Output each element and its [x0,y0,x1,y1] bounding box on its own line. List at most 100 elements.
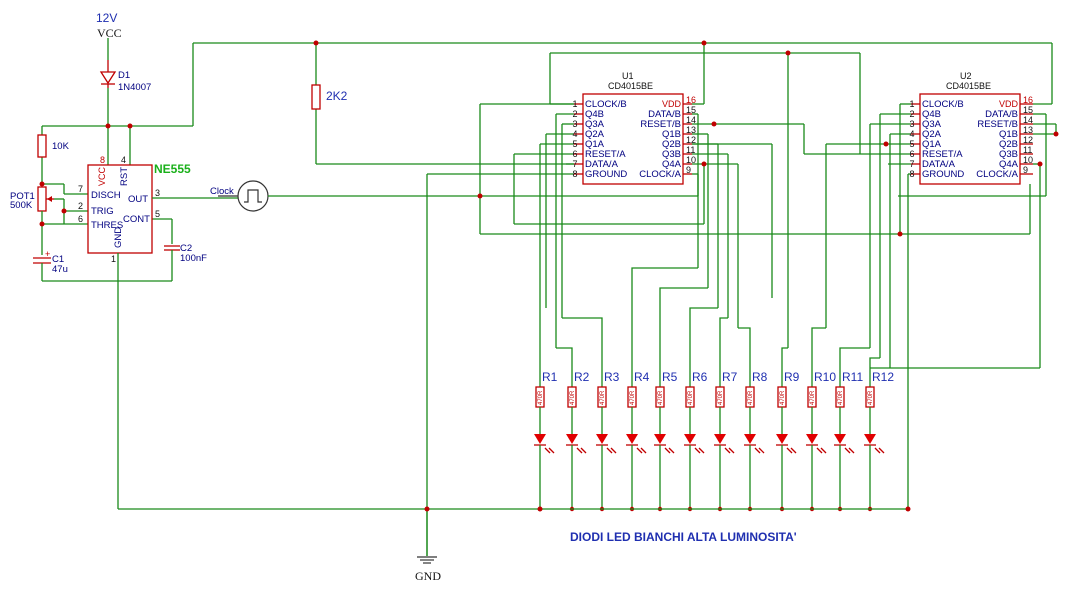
timer-pin-cont: CONT [123,214,150,225]
u1-pin-5-num: 5 [572,139,577,149]
led-resistor-ref: R12 [872,370,894,384]
u2-pin-9-num: 9 [1023,165,1028,175]
u2-pin-8-name: GROUND [922,169,964,180]
u1-pin-10-num: 10 [686,155,696,165]
timer-pin-trig: TRIG [91,206,114,217]
u2-pin-3-name: Q3A [922,119,942,130]
u1-pin-14-name: RESET/B [640,119,681,130]
timer-pin-cont-num: 5 [155,209,160,219]
led [864,434,876,444]
u1-pin-6-num: 6 [572,149,577,159]
led [684,434,696,444]
u1-pin-12-name: Q2B [662,139,681,150]
u1-pin-8-name: GROUND [585,169,627,180]
u1-pin-10-name: Q4A [662,159,682,170]
u1-part: CD4015BE [608,81,653,91]
led-resistor-ref: R5 [662,370,678,384]
led [834,434,846,444]
led-resistor-value: 470R [868,390,874,405]
u2-pin-6-num: 6 [909,149,914,159]
c1-value: 47u [52,264,68,275]
timer-pin-out: OUT [128,194,148,205]
u2-pin-10-name: Q4A [999,159,1019,170]
resistor-10k [37,134,47,158]
u1-pin-9-num: 9 [686,165,691,175]
led-resistor-ref: R10 [814,370,836,384]
u2-pin-5-name: Q1A [922,139,942,150]
u2-pin-2-name: Q4B [922,109,941,120]
ic-u1 [574,93,692,185]
u1-pin-11-num: 11 [686,145,695,155]
clock-label: Clock [210,186,234,197]
led-resistor-value: 470R [688,390,694,405]
timer-pin-vcc-num: 8 [100,155,105,165]
u1-pin-14-num: 14 [686,115,696,125]
led-resistor-value: 470R [718,390,724,405]
u1-pin-5-name: Q1A [585,139,605,150]
u2-pin-13-num: 13 [1023,125,1033,135]
u1-pin-2-num: 2 [572,109,577,119]
led-resistor-value: 470R [630,390,636,405]
u2-pin-12-name: Q2B [999,139,1018,150]
led [566,434,578,444]
u2-pin-3-num: 3 [909,119,914,129]
u2-pin-12-num: 12 [1023,135,1033,145]
u1-pin-1-num: 1 [572,99,577,109]
power-wiring [41,38,1053,184]
u2-pin-7-name: DATA/A [922,159,956,170]
u2-pin-14-name: RESET/B [977,119,1018,130]
u2-pin-1-num: 1 [909,99,914,109]
c2-ref: C2 [180,243,192,254]
timer-pin-thres: THRES [91,220,123,231]
timer-pin-vcc: VCC [97,166,107,186]
u1-pin-3-num: 3 [572,119,577,129]
led-resistor-value: 470R [810,390,816,405]
timer-pin-gnd: GND [113,227,124,248]
u2-pin-4-num: 4 [909,129,914,139]
u2-pin-13-name: Q1B [999,129,1018,140]
u1-pin-1-name: CLOCK/B [585,99,627,110]
led [714,434,726,444]
led-feed-wiring [556,267,880,387]
u2-pin-11-name: Q3B [999,149,1018,160]
led-row: R1470RR2470RR3470RR4470RR5470RR6470RR747… [534,370,894,512]
timer-pin-out-num: 3 [155,188,160,198]
led [806,434,818,444]
u1-pin-3-name: Q3A [585,119,605,130]
timer-pin-thres-num: 6 [78,214,83,224]
u1-pin-13-num: 13 [686,125,696,135]
pot-value: 500K [10,200,33,211]
led-resistor-ref: R6 [692,370,708,384]
u2-pin-16-name: VDD [999,99,1019,109]
u2-pin-8-num: 8 [909,169,914,179]
u2-pin-2-num: 2 [909,109,914,119]
timer-pin-gnd-num: 1 [111,254,116,264]
u2-ref: U2 [960,71,972,81]
u1-pin-4-name: Q2A [585,129,605,140]
u2-pin-10-num: 10 [1023,155,1033,165]
u2-pin-15-name: DATA/B [985,109,1018,120]
r10k-value: 10K [52,141,70,152]
u1-pin-13-name: Q1B [662,129,681,140]
d1-value: 1N4007 [118,82,151,93]
c2-value: 100nF [180,253,207,264]
u1-pin-7-num: 7 [572,159,577,169]
ic-wiring [426,52,1057,556]
u1-pin-8-num: 8 [572,169,577,179]
led-resistor-value: 470R [748,390,754,405]
u2-pin-16-num: 16 [1023,95,1033,105]
led-resistor-ref: R7 [722,370,738,384]
led-resistor-value: 470R [780,390,786,405]
led-resistor-ref: R3 [604,370,620,384]
c1-ref: C1 [52,254,64,265]
diode-d1 [99,60,117,88]
u2-pin-6-name: RESET/A [922,149,963,160]
u1-pin-16-name: VDD [662,99,682,109]
u2-pin-5-num: 5 [909,139,914,149]
u2-pin-15-num: 15 [1023,105,1033,115]
timer-circuit [33,164,480,509]
resistor-2k2 [311,84,321,110]
